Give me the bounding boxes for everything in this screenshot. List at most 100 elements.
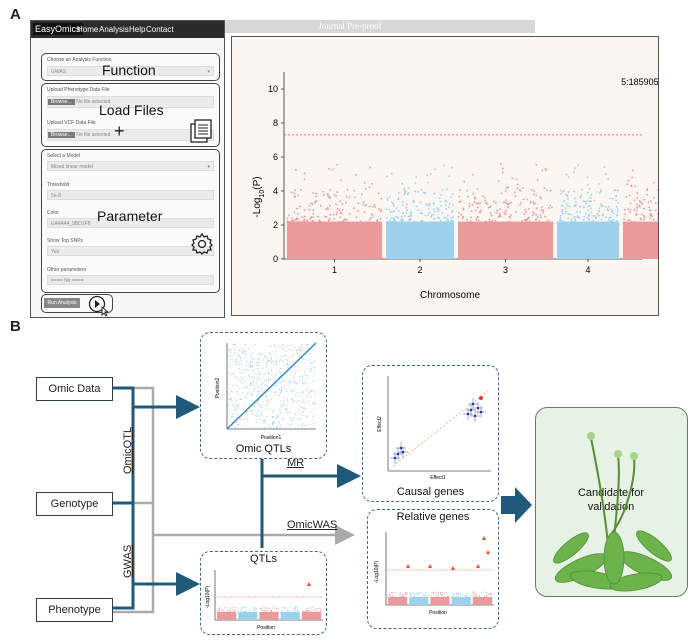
snp-point — [563, 200, 566, 203]
threshold-input[interactable]: 5e-8 — [47, 190, 214, 200]
qtl-point — [310, 368, 312, 370]
mini-point — [285, 607, 287, 609]
vcf-file-input[interactable]: Browse... No file selected — [47, 129, 214, 141]
mini-point — [252, 607, 254, 609]
snp-point — [595, 221, 598, 224]
snp-point — [392, 202, 395, 205]
qtl-point — [288, 380, 290, 382]
mr-point — [471, 402, 475, 406]
qtl-point — [278, 363, 280, 365]
color-input[interactable]: EA4A44_9BD1F8 — [47, 218, 214, 228]
qtl-point — [248, 364, 250, 366]
other-input[interactable]: ==== No ==== — [47, 275, 214, 285]
qtl-point — [257, 367, 259, 369]
qtl-point — [228, 398, 230, 400]
pheno-file-input[interactable]: Browse... No file selected — [47, 96, 214, 108]
model-select[interactable]: Mixed linear model ▾ — [47, 161, 214, 171]
snp-point — [338, 209, 341, 212]
snp-point — [499, 208, 502, 211]
qtl-point — [283, 404, 285, 406]
qtl-point — [260, 355, 262, 357]
snp-point — [613, 188, 616, 191]
mini-point — [440, 592, 442, 594]
snp-point — [346, 219, 349, 222]
snp-point — [532, 201, 535, 203]
brand-logo[interactable]: EasyOmics — [33, 23, 83, 35]
snp-point — [480, 224, 482, 226]
snp-point — [649, 217, 652, 220]
snp-point — [500, 223, 502, 226]
snp-point — [303, 221, 306, 224]
snp-point — [494, 202, 497, 205]
snp-point — [440, 193, 443, 196]
nav-contact[interactable]: Contact — [146, 25, 174, 34]
qtl-point — [304, 350, 306, 352]
qtl-point — [313, 417, 315, 419]
qtl-point — [239, 380, 241, 382]
snp-point — [590, 211, 593, 214]
snp-point — [397, 209, 400, 212]
qtl-point — [301, 424, 303, 426]
snp-point — [549, 204, 552, 207]
snp-point — [635, 209, 638, 212]
play-pointer-icon[interactable] — [88, 295, 110, 317]
snp-point — [505, 186, 508, 189]
topsnp-input[interactable]: Yes — [47, 246, 214, 256]
snp-point — [628, 194, 631, 197]
snp-point — [561, 205, 564, 207]
snp-point — [608, 216, 611, 219]
mr-point — [393, 456, 397, 460]
qtl-point — [231, 421, 233, 423]
mini-point — [290, 610, 292, 612]
snp-point — [329, 189, 332, 192]
mini-point — [313, 609, 315, 611]
snp-point — [607, 178, 609, 181]
snp-point — [582, 200, 585, 203]
snp-point — [462, 208, 465, 211]
snp-point — [630, 221, 633, 224]
gear-icon[interactable] — [190, 232, 214, 256]
snp-point — [468, 205, 471, 208]
qtl-point — [279, 394, 281, 396]
peak-marker — [451, 566, 455, 570]
snp-point — [605, 216, 608, 219]
qtl-point — [283, 379, 285, 381]
qtl-point — [280, 372, 282, 374]
mini-point — [486, 594, 488, 596]
qtl-point — [271, 410, 273, 412]
nav-help[interactable]: Help — [129, 25, 146, 34]
snp-point — [577, 222, 580, 225]
qtl-point — [239, 349, 241, 351]
vcf-no-file: No file selected — [76, 132, 111, 138]
mini-point — [389, 594, 391, 596]
run-analysis-button[interactable]: Run Analysis — [44, 298, 80, 308]
mini-point — [405, 592, 407, 594]
nav-home[interactable]: Home — [77, 25, 99, 34]
snp-point — [605, 223, 608, 226]
snp-point — [581, 188, 583, 191]
function-select[interactable]: GWAS ▾ — [47, 66, 214, 76]
snp-point — [446, 218, 449, 221]
vcf-browse-button[interactable]: Browse... — [48, 132, 75, 138]
qtl-point — [239, 418, 241, 420]
qtl-point — [292, 418, 294, 420]
mini-point — [402, 593, 404, 595]
snp-point — [615, 199, 618, 202]
snp-point — [616, 223, 619, 226]
qtl-point — [259, 379, 261, 381]
nav-analysis[interactable]: Analysis — [99, 25, 129, 34]
mini-point — [412, 591, 414, 593]
snp-point — [350, 223, 353, 226]
function-label: Choose an Analysis Function — [47, 57, 112, 63]
pheno-browse-button[interactable]: Browse... — [48, 99, 75, 105]
snp-point — [410, 214, 413, 217]
snp-point — [386, 217, 388, 220]
qtl-point — [275, 375, 277, 377]
snp-point — [348, 223, 351, 225]
snp-point — [579, 196, 582, 199]
snp-point — [395, 216, 397, 218]
qtl-point — [309, 367, 311, 369]
mini-point — [465, 595, 467, 597]
snp-point — [308, 224, 311, 226]
mini-point — [250, 609, 252, 611]
